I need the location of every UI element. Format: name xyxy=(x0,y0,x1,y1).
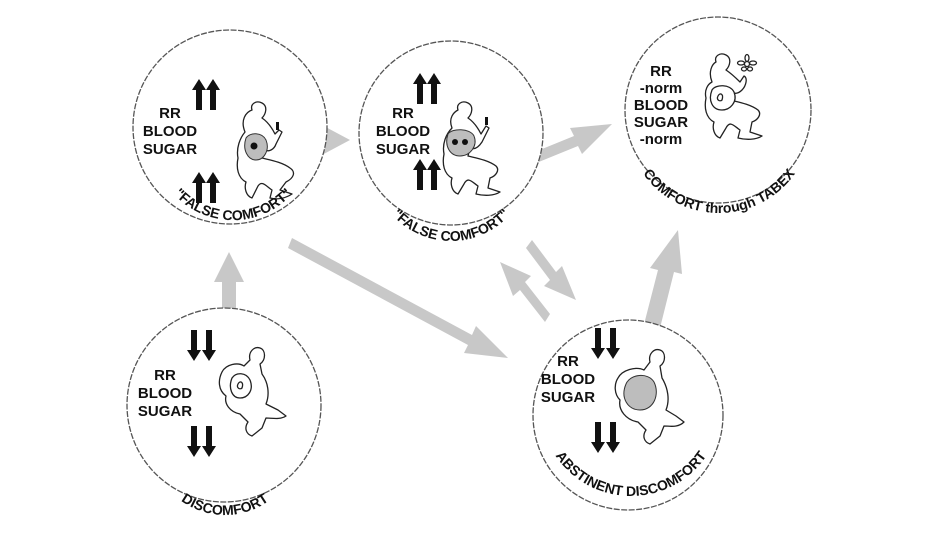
label-blood: BLOOD xyxy=(376,123,430,140)
label-rr: RR xyxy=(154,367,176,384)
heart-icon xyxy=(250,142,258,150)
node-discomfort: RR BLOOD SUGAR DISCOMFORT xyxy=(126,307,322,518)
node-abstinent-discomfort: RR BLOOD SUGAR ABSTINENT DISCOMFORT xyxy=(532,319,724,511)
flow-arrows xyxy=(214,124,682,358)
hunched-person-figure xyxy=(614,348,685,445)
node-comfort-tabex: RR -norm BLOOD SUGAR -norm COMFORT throu… xyxy=(624,16,812,216)
hunched-person-figure xyxy=(218,346,287,437)
lung-spot-icon xyxy=(452,139,458,145)
label-rr-norm: -norm xyxy=(640,80,683,97)
arrow-false-comfort-1-to-abstinent xyxy=(288,238,508,358)
label-blood: BLOOD xyxy=(634,97,688,114)
flower-icon xyxy=(736,53,758,72)
label-rr: RR xyxy=(392,105,414,122)
label-sugar: SUGAR xyxy=(634,114,688,131)
label-sugar-norm: -norm xyxy=(640,131,683,148)
label-rr: RR xyxy=(159,105,181,122)
arrow-abstinent-to-comfort-tabex xyxy=(640,230,682,344)
person-with-flower-figure xyxy=(704,53,763,140)
arrow-abstinent-to-false-comfort-2 xyxy=(500,262,550,322)
node-false-comfort-1: RR BLOOD SUGAR "FALSE COMFORT" xyxy=(132,29,328,225)
lung-spot-icon xyxy=(462,139,468,145)
arrow-false-comfort-2-to-abstinent xyxy=(526,240,576,300)
label-sugar: SUGAR xyxy=(376,141,430,158)
label-sugar: SUGAR xyxy=(138,403,192,420)
label-blood: BLOOD xyxy=(541,371,595,388)
cigarette-icon xyxy=(485,117,488,125)
smoking-person-figure xyxy=(236,101,295,200)
node-false-comfort-2: RR BLOOD SUGAR "FALSE COMFORT" xyxy=(358,40,544,244)
label-sugar: SUGAR xyxy=(143,141,197,158)
cigarette-icon xyxy=(276,122,279,130)
label-sugar: SUGAR xyxy=(541,389,595,406)
smoking-person-figure xyxy=(442,101,501,196)
label-rr: RR xyxy=(650,63,672,80)
arrow-false-comfort-2-to-comfort-tabex xyxy=(520,124,612,168)
label-blood: BLOOD xyxy=(143,123,197,140)
label-blood: BLOOD xyxy=(138,385,192,402)
arrow-discomfort-to-false-comfort-1 xyxy=(214,252,244,330)
label-rr: RR xyxy=(557,353,579,370)
